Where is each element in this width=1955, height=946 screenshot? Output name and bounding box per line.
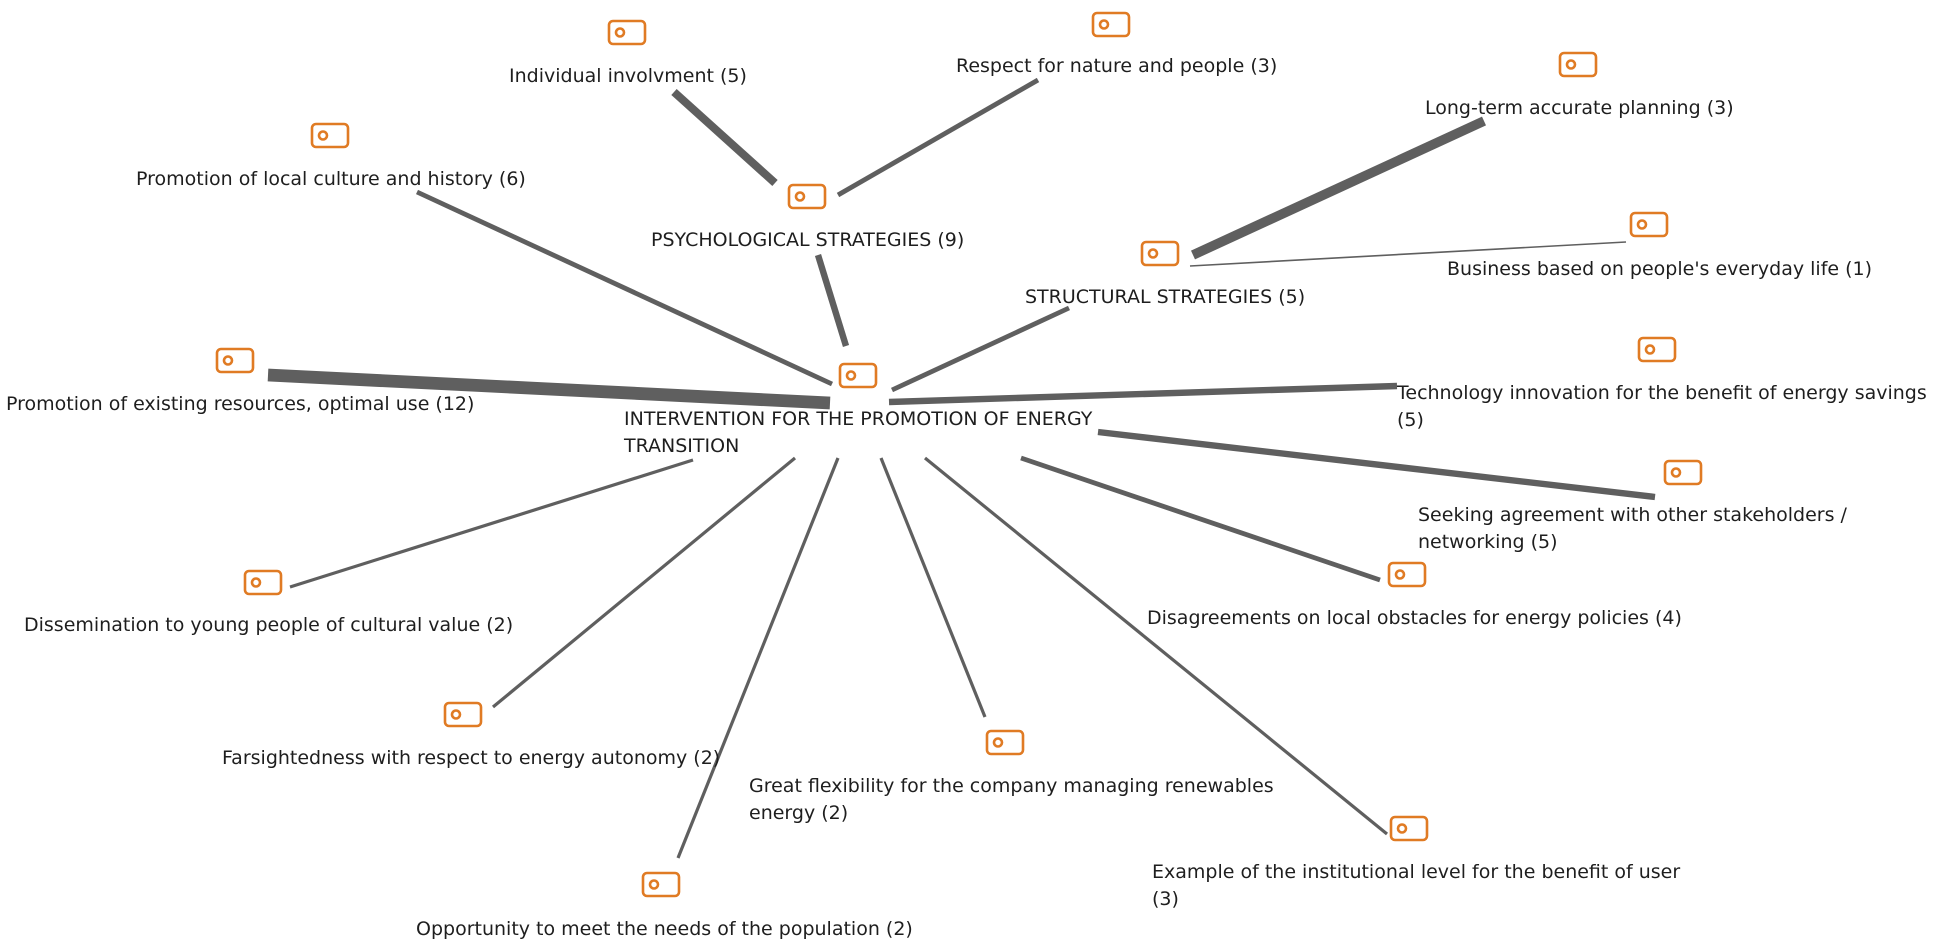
edge-center-dissemination	[289, 458, 694, 589]
edge-center-agreement	[1097, 428, 1656, 501]
node-label-culture[interactable]: Promotion of local culture and history (…	[136, 168, 526, 190]
code-tag-icon[interactable]	[1091, 11, 1131, 38]
node-label-struct[interactable]: STRUCTURAL STRATEGIES (5)	[1025, 286, 1306, 308]
node-label-disagreements[interactable]: Disagreements on local obstacles for ene…	[1147, 607, 1682, 629]
node-label-institutional[interactable]: Example of the institutional level for t…	[1152, 861, 1681, 910]
code-tag-icon[interactable]	[1663, 459, 1703, 486]
node-label-longterm[interactable]: Long-term accurate planning (3)	[1425, 97, 1734, 119]
node-label-technology[interactable]: Technology innovation for the benefit of…	[1397, 382, 1927, 431]
node-label-agreement[interactable]: Seeking agreement with other stakeholder…	[1418, 504, 1847, 553]
node-label-resources[interactable]: Promotion of existing resources, optimal…	[6, 393, 475, 415]
code-tag-icon[interactable]	[985, 729, 1025, 756]
edge-struct-center	[890, 305, 1071, 393]
edge-psych-center	[814, 254, 850, 347]
code-tag-icon[interactable]	[215, 347, 255, 374]
code-tag-icon[interactable]	[1637, 336, 1677, 363]
edge-center-culture	[415, 189, 834, 387]
code-tag-icon[interactable]	[443, 701, 483, 728]
code-tag-icon[interactable]	[1387, 561, 1427, 588]
code-tag-icon[interactable]	[607, 19, 647, 46]
code-tag-icon[interactable]	[838, 362, 878, 389]
node-label-business[interactable]: Business based on people's everyday life…	[1447, 258, 1873, 280]
edge-center-institutional	[879, 457, 987, 718]
edge-center-farsightedness	[491, 456, 797, 709]
node-label-respect[interactable]: Respect for nature and people (3)	[956, 55, 1278, 77]
node-label-center[interactable]: INTERVENTION FOR THE PROMOTION OF ENERGY…	[624, 408, 1093, 457]
code-tag-icon[interactable]	[1629, 211, 1669, 238]
edge-struct-longterm	[1190, 116, 1487, 260]
code-tag-icon[interactable]	[243, 569, 283, 596]
edge-psych-respect	[836, 77, 1040, 198]
edge-center-flexibility	[676, 457, 840, 859]
node-label-flexibility[interactable]: Great flexibility for the company managi…	[749, 775, 1274, 824]
node-label-psych[interactable]: PSYCHOLOGICAL STRATEGIES (9)	[651, 229, 965, 251]
code-tag-icon[interactable]	[787, 183, 827, 210]
code-tag-icon[interactable]	[1140, 240, 1180, 267]
node-label-involvement[interactable]: Individual involvment (5)	[509, 65, 747, 87]
edge-psych-involvement	[671, 89, 778, 186]
edge-center-opportunity	[923, 456, 1389, 836]
node-label-dissemination[interactable]: Dissemination to young people of cultura…	[24, 614, 514, 636]
code-tag-icon[interactable]	[641, 871, 681, 898]
code-tag-icon[interactable]	[310, 122, 350, 149]
code-tag-icon[interactable]	[1558, 51, 1598, 78]
edge-center-resources	[267, 368, 831, 410]
code-tag-icon[interactable]	[1389, 815, 1429, 842]
edge-center-technology	[888, 382, 1398, 406]
node-label-farsightedness[interactable]: Farsightedness with respect to energy au…	[222, 747, 721, 769]
edge-struct-business	[1189, 241, 1627, 267]
edge-center-disagreements	[1020, 455, 1381, 583]
node-label-opportunity[interactable]: Opportunity to meet the needs of the pop…	[416, 918, 913, 940]
